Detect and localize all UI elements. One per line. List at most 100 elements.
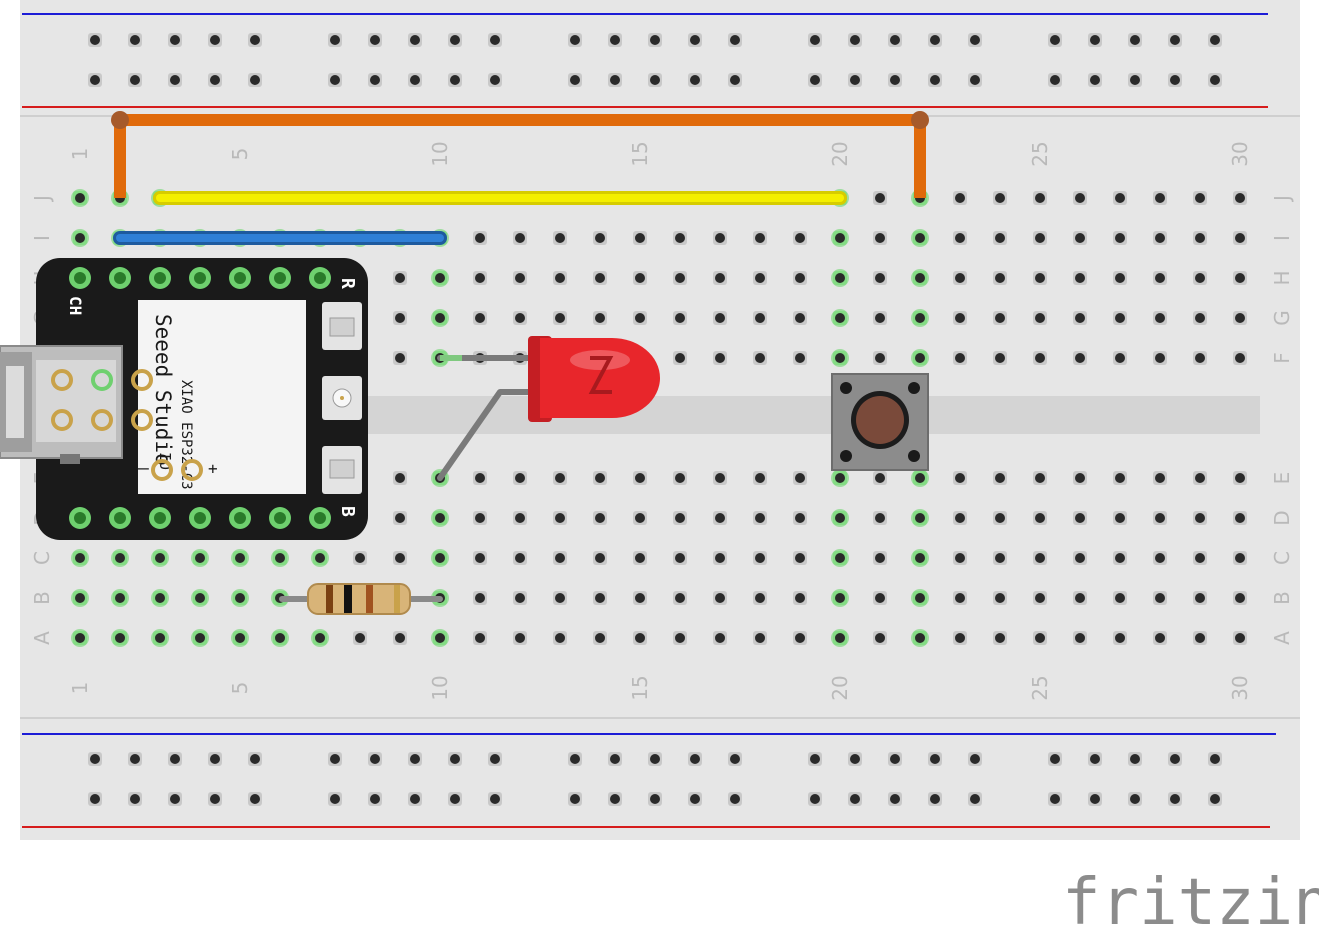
rail-hole-center xyxy=(1170,794,1180,804)
column-number: 20 xyxy=(828,675,852,700)
hole-center xyxy=(635,513,645,523)
hole-center xyxy=(915,353,925,363)
rail-hole-center xyxy=(650,754,660,764)
hole-center xyxy=(915,513,925,523)
row-label: I xyxy=(30,235,54,241)
hole-center xyxy=(635,313,645,323)
hole-center xyxy=(515,633,525,643)
hole-center xyxy=(315,553,325,563)
hole-center xyxy=(755,513,765,523)
hole-center xyxy=(875,553,885,563)
resistor-band-2 xyxy=(344,585,352,613)
rail-hole-center xyxy=(850,754,860,764)
hole-center xyxy=(1195,273,1205,283)
hole-center xyxy=(395,313,405,323)
hole-center xyxy=(795,233,805,243)
rail-hole-center xyxy=(970,35,980,45)
hole-center xyxy=(995,633,1005,643)
column-number: 10 xyxy=(428,141,452,166)
hole-center xyxy=(875,273,885,283)
hole-center xyxy=(1155,353,1165,363)
rail-hole-center xyxy=(1210,754,1220,764)
hole-center xyxy=(1115,353,1125,363)
hole-center xyxy=(395,473,405,483)
hole-center xyxy=(995,593,1005,603)
hole-center xyxy=(1155,313,1165,323)
rail-hole-center xyxy=(1130,35,1140,45)
hole-center xyxy=(1115,193,1125,203)
hole-center xyxy=(1235,193,1245,203)
rail-hole-center xyxy=(690,75,700,85)
hole-center xyxy=(1075,633,1085,643)
hole-center xyxy=(755,273,765,283)
hole-center xyxy=(75,233,85,243)
hole-center xyxy=(1115,313,1125,323)
hole-center xyxy=(875,473,885,483)
hole-center xyxy=(195,553,205,563)
row-label: C xyxy=(30,551,54,565)
hole-center xyxy=(755,353,765,363)
hole-center xyxy=(875,193,885,203)
rail-hole-center xyxy=(370,754,380,764)
button-cap[interactable] xyxy=(856,396,904,444)
hole-center xyxy=(1155,553,1165,563)
hole-center xyxy=(515,473,525,483)
hole-center xyxy=(555,313,565,323)
rail-hole-center xyxy=(130,754,140,764)
hole-center xyxy=(755,233,765,243)
hole-center xyxy=(475,233,485,243)
row-label: C xyxy=(1270,551,1294,565)
rail-hole-center xyxy=(250,754,260,764)
tactile-button[interactable] xyxy=(831,373,929,471)
rail-hole-center xyxy=(490,754,500,764)
led[interactable] xyxy=(437,336,660,481)
hole-center xyxy=(675,473,685,483)
antenna-pin xyxy=(340,396,344,400)
row-label: A xyxy=(1270,631,1294,645)
hole-center xyxy=(635,553,645,563)
rail-hole-center xyxy=(1210,794,1220,804)
hole-center xyxy=(915,233,925,243)
board-pad-center xyxy=(74,272,86,284)
rail-hole-center xyxy=(1090,754,1100,764)
rail-hole-center xyxy=(810,75,820,85)
board-via xyxy=(51,369,73,391)
hole-center xyxy=(795,473,805,483)
row-label: B xyxy=(1270,591,1294,605)
wire-orange[interactable] xyxy=(114,114,926,198)
rail-hole-center xyxy=(970,794,980,804)
hole-center xyxy=(515,313,525,323)
led-die xyxy=(588,356,614,394)
hole-center xyxy=(1035,473,1045,483)
row-label: H xyxy=(1270,270,1294,285)
rail-hole-center xyxy=(250,75,260,85)
hole-center xyxy=(835,553,845,563)
resistor-body xyxy=(307,583,411,615)
hole-center xyxy=(915,553,925,563)
board-via xyxy=(181,459,203,481)
hole-center xyxy=(195,593,205,603)
rail-hole-center xyxy=(690,754,700,764)
rail-hole-center xyxy=(890,35,900,45)
hole-center xyxy=(835,233,845,243)
hole-center xyxy=(475,513,485,523)
rail-hole-center xyxy=(730,754,740,764)
hole-center xyxy=(675,513,685,523)
hole-center xyxy=(515,233,525,243)
hole-center xyxy=(635,233,645,243)
rail-hole-center xyxy=(570,35,580,45)
board-pad-center xyxy=(114,512,126,524)
hole-center xyxy=(1035,593,1045,603)
hole-center xyxy=(155,593,165,603)
hole-center xyxy=(675,593,685,603)
resistor[interactable] xyxy=(279,583,443,615)
rail-hole-center xyxy=(490,794,500,804)
hole-center xyxy=(915,313,925,323)
board-via xyxy=(151,459,173,481)
minus-label: – xyxy=(138,458,149,479)
hole-center xyxy=(1035,273,1045,283)
hole-center xyxy=(995,193,1005,203)
hole-center xyxy=(675,353,685,363)
rail-hole-center xyxy=(1170,754,1180,764)
hole-center xyxy=(675,233,685,243)
